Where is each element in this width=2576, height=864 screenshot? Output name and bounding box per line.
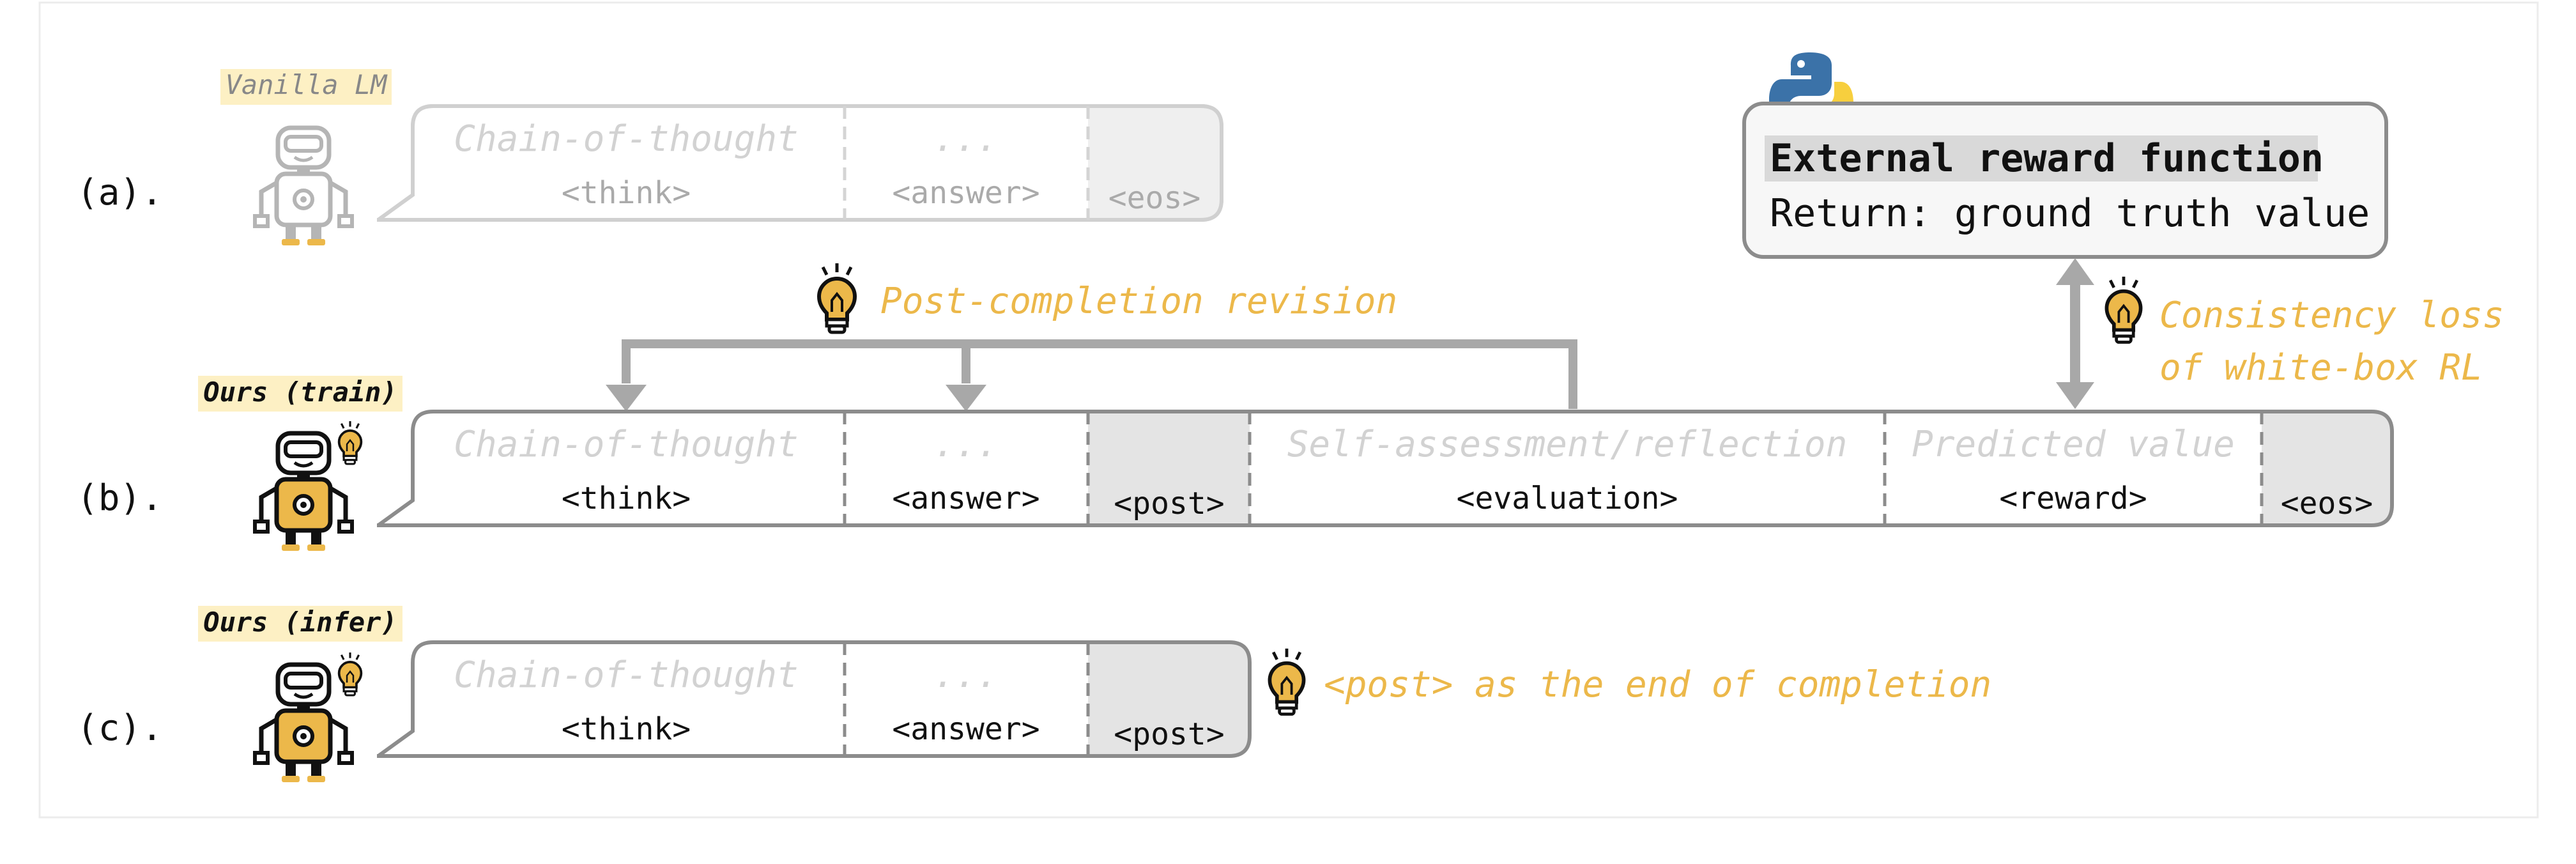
row-c-caption-think: Chain-of-thought [454, 654, 798, 696]
row-c-post-shade [1088, 642, 1250, 756]
lightbulb-icon [337, 651, 363, 697]
reward-title-highlight [1765, 135, 2318, 181]
row-b-marker: (b). [77, 477, 163, 519]
row-b-tag-think: <think> [562, 481, 691, 516]
row-b-post-shade [1088, 412, 1250, 525]
lightbulb-icon [337, 420, 363, 465]
post-end-annotation: <post> as the end of completion [1324, 664, 1991, 706]
row-b-tag-evaluation: <evaluation> [1457, 481, 1678, 516]
row-a-tag-think: <think> [562, 175, 691, 211]
row-b-tag-reward: <reward> [1999, 481, 2147, 516]
row-a-eos-shade [1088, 106, 1222, 220]
figure-frame [38, 1, 2539, 819]
revision-arrowhead-answer [946, 385, 986, 412]
robot-icon [255, 433, 352, 551]
row-a-badge: Vanilla LM [226, 69, 388, 100]
revision-annotation: Post-completion revision [880, 281, 1397, 322]
robot-icon [255, 665, 352, 782]
revision-arrows [622, 339, 1577, 409]
revision-arrowhead-think [606, 385, 647, 412]
consistency-arrowhead-up [2056, 258, 2094, 285]
row-c-badge-bg [198, 606, 402, 642]
row-b-eos-shade [2262, 412, 2392, 525]
row-a-tag-eos: <eos> [1108, 180, 1201, 216]
row-a-marker: (a). [77, 172, 163, 213]
row-c-tag-think: <think> [562, 711, 691, 747]
row-c-tag-answer: <answer> [892, 711, 1039, 747]
reward-box-title: External reward function [1770, 136, 2324, 181]
row-b-badge-bg [198, 376, 402, 412]
row-c-badge: Ours (infer) [203, 606, 397, 638]
lightbulb-icon [2106, 277, 2140, 343]
consistency-annotation-line1: Consistency loss [2159, 295, 2504, 336]
row-a-badge-bg [220, 69, 392, 105]
row-b-caption-evaluation: Self-assessment/reflection [1287, 424, 1848, 465]
lightbulb-icon [1269, 649, 1303, 714]
row-c-tag-post: <post> [1114, 716, 1224, 752]
row-b-tag-answer: <answer> [892, 481, 1039, 516]
row-b-tag-eos: <eos> [2281, 486, 2373, 521]
row-c-sequence-bubble [377, 640, 1252, 758]
reward-box-subtitle: Return: ground truth value [1770, 191, 2370, 236]
row-b-caption-reward: Predicted value [1912, 424, 2235, 465]
row-c-marker: (c). [77, 707, 163, 749]
row-b-tag-post: <post> [1114, 486, 1224, 521]
row-b-caption-answer: ... [933, 424, 998, 465]
row-a-caption-answer: ... [933, 118, 998, 160]
row-a-caption-think: Chain-of-thought [454, 118, 798, 160]
row-b-caption-think: Chain-of-thought [454, 424, 798, 465]
robot-icon [255, 128, 352, 245]
row-b-badge: Ours (train) [203, 376, 397, 408]
lightbulb-icon [819, 263, 855, 332]
consistency-annotation-line2: of white-box RL [2159, 347, 2483, 389]
consistency-arrowhead-down [2056, 382, 2094, 409]
row-a-tag-answer: <answer> [892, 175, 1039, 211]
row-b-sequence-bubble [377, 410, 2394, 527]
row-c-caption-answer: ... [933, 654, 998, 696]
